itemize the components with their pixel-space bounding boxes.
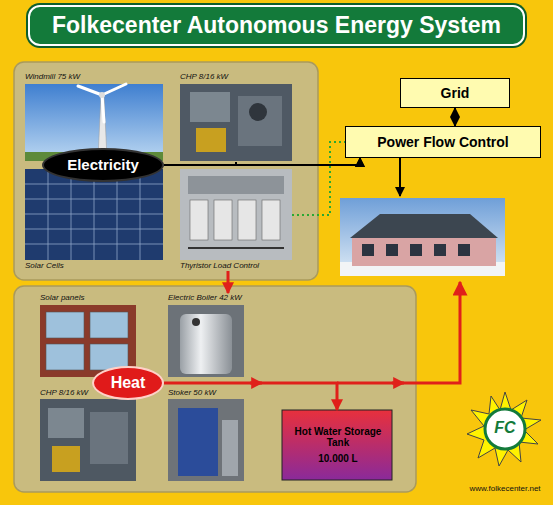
title: Folkecenter Autonomous Energy System [29, 6, 524, 45]
grid-link [454, 108, 456, 126]
photo-caption: CHP 8/16 kW [40, 388, 88, 398]
stoker-photo: Stoker 50 kW [168, 388, 244, 482]
chp-photo: CHP 8/16 kW [180, 72, 292, 162]
control-signal [292, 142, 345, 215]
node-label: Power Flow Control [377, 134, 508, 150]
chp-photo: CHP 8/16 kW [40, 388, 136, 482]
node-label: Grid [441, 85, 470, 101]
photo-caption: Thyristor Load Control [180, 261, 259, 271]
control-box: Power Flow Control [345, 126, 541, 158]
node-value: 10.000 L [318, 453, 357, 465]
photo-caption: Solar panels [40, 293, 84, 303]
heat-flow [164, 383, 337, 410]
photo-caption: CHP 8/16 kW [180, 72, 228, 82]
logo-text: FC [485, 419, 525, 437]
node-label: Heat [111, 374, 146, 392]
website-url: www.folkecenter.net [462, 484, 548, 493]
photo-caption: Stoker 50 kW [168, 388, 216, 398]
solar-panels-photo: Solar panels [40, 293, 136, 377]
storage-tank: Hot Water Storage Tank 10.000 L [282, 410, 394, 480]
heat-ellipse: Heat [92, 366, 164, 400]
node-label: Electricity [67, 156, 139, 173]
thyristor-photo: Thyristor Load Control [180, 169, 292, 271]
node-label: Hot Water Storage Tank [286, 426, 390, 449]
photo-caption: Electric Boiler 42 kW [168, 293, 242, 303]
photo-caption: Windmill 75 kW [25, 72, 80, 82]
solar-cells-photo: Solar Cells [25, 169, 163, 271]
boiler-photo: Electric Boiler 42 kW [168, 293, 248, 377]
grid-box: Grid [400, 78, 510, 108]
photo-caption: Solar Cells [25, 261, 64, 271]
power-line [236, 158, 360, 165]
electricity-ellipse: Electricity [42, 148, 164, 182]
heat-flow [227, 271, 230, 293]
